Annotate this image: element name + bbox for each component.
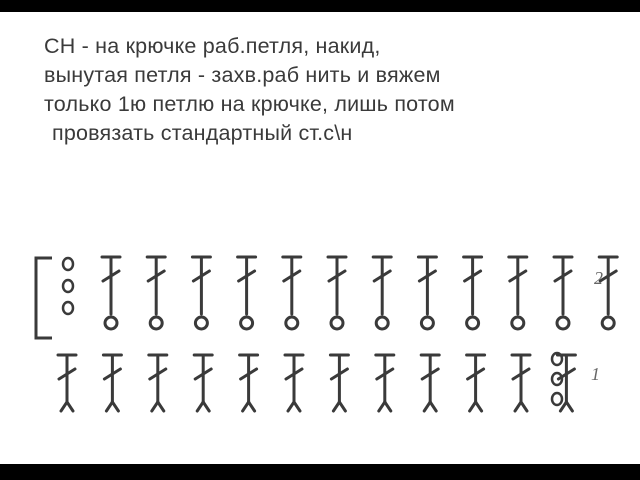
chain-loop [550, 371, 564, 387]
turning-chain [550, 351, 564, 407]
row-label-1: 1 [591, 364, 600, 384]
instruction-line-1: СН - на крючке раб.петля, накид, [44, 34, 381, 58]
chain-loop [550, 351, 564, 367]
stitch-symbol [510, 353, 532, 413]
row-2 [34, 255, 619, 340]
stitch-symbol [597, 255, 619, 331]
row-bracket [34, 256, 52, 340]
stitch-symbol [552, 255, 574, 331]
chain-loop [61, 278, 75, 294]
stitch-symbol [374, 353, 396, 413]
stitch-symbol [328, 353, 350, 413]
scheme-sheet: СН - на крючке раб.петля, накид, вынутая… [0, 12, 640, 464]
stitch-symbol [462, 255, 484, 331]
stitch-symbol [283, 353, 305, 413]
chain-loop [61, 300, 75, 316]
stitch-symbol [507, 255, 529, 331]
crochet-scheme: 2 1 [34, 255, 619, 413]
stitch-symbol [326, 255, 348, 331]
row-1 [56, 351, 577, 413]
instruction-line-3: только 1ю петлю на крючке, лишь потом [44, 92, 455, 116]
stitch-symbol [465, 353, 487, 413]
turning-chain [61, 256, 75, 316]
stitch-symbol [192, 353, 214, 413]
stitch-symbol [56, 353, 78, 413]
stitch-symbol [147, 353, 169, 413]
stitch-symbol [281, 255, 303, 331]
stitch-symbol [238, 353, 260, 413]
stitch-symbol [101, 353, 123, 413]
stitch-symbol [419, 353, 441, 413]
stitch-symbol [371, 255, 393, 331]
stitch-symbol [100, 255, 122, 331]
stitch-symbol [236, 255, 258, 331]
instruction-line-2: вынутая петля - захв.раб нить и вяжем [44, 63, 441, 87]
stitch-symbol [145, 255, 167, 331]
chain-loop [550, 391, 564, 407]
instruction-line-4: провязать стандартный ст.с\н [52, 121, 353, 145]
stitch-symbol [416, 255, 438, 331]
row-label-2: 2 [594, 268, 603, 288]
chain-loop [61, 256, 75, 272]
stitch-symbol [190, 255, 212, 331]
instruction-text: СН - на крючке раб.петля, накид, вынутая… [44, 32, 640, 148]
